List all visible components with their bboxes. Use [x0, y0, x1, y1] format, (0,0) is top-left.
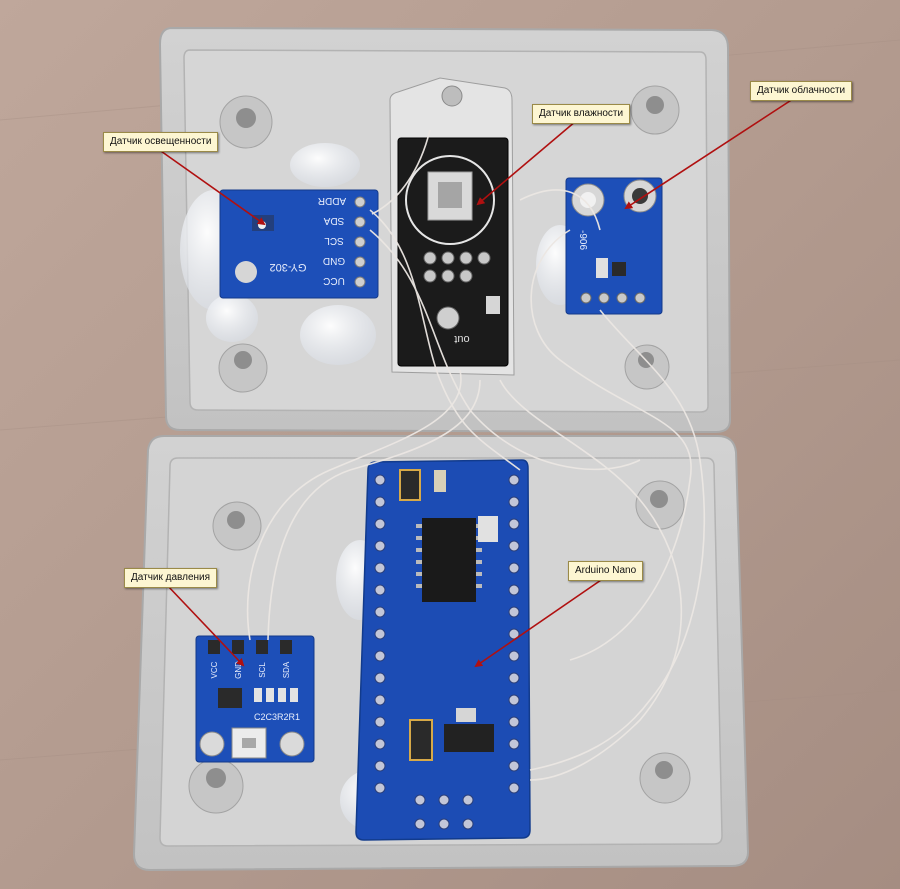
light-model-label: GY-302: [270, 261, 307, 273]
arrow-humidity: [476, 120, 577, 206]
cloud-sensor-board: [565, 177, 663, 315]
arrow-pressure: [165, 583, 245, 667]
pressure-silkscreen: VCC GND SCL SDA C2C3R2R1: [210, 661, 300, 722]
cloud-model-label: -906: [577, 230, 588, 250]
callout-pressure-sensor: Датчик давления: [124, 568, 218, 588]
light-sensor-silkscreen: ADDR SDA SCL GND UCC GY-302: [270, 195, 347, 286]
humidity-out-label: out: [454, 333, 469, 345]
pressure-sensor-board: [195, 635, 315, 763]
callout-arrows: [157, 96, 797, 668]
arrow-light: [157, 148, 266, 226]
light-pin-label: ADDR: [318, 195, 346, 206]
light-pin-label: UCC: [323, 275, 345, 286]
arrow-nano: [474, 577, 605, 668]
humidity-sensor-board: [389, 77, 515, 376]
pressure-pin-label: VCC: [210, 661, 219, 678]
light-sensor-board: [219, 189, 379, 299]
arrow-cloud: [624, 96, 797, 210]
screw-posts: [188, 85, 691, 814]
pressure-pin-label: SDA: [282, 661, 291, 678]
light-pin-label: GND: [323, 255, 345, 266]
callout-humidity-sensor: Датчик влажности: [532, 104, 631, 124]
pressure-pin-label: SCL: [258, 662, 267, 678]
callout-cloud-sensor: Датчик облачности: [750, 81, 853, 101]
callout-light-sensor: Датчик освещенности: [103, 132, 219, 152]
light-pin-label: SDA: [323, 215, 344, 226]
arduino-nano-board: [355, 459, 531, 841]
light-pin-label: SCL: [324, 235, 344, 246]
wire-bundle: [246, 129, 706, 781]
callout-arduino-nano: Arduino Nano: [568, 561, 644, 581]
pressure-parts-label: C2C3R2R1: [254, 712, 300, 722]
pressure-pin-label: GND: [234, 661, 243, 679]
